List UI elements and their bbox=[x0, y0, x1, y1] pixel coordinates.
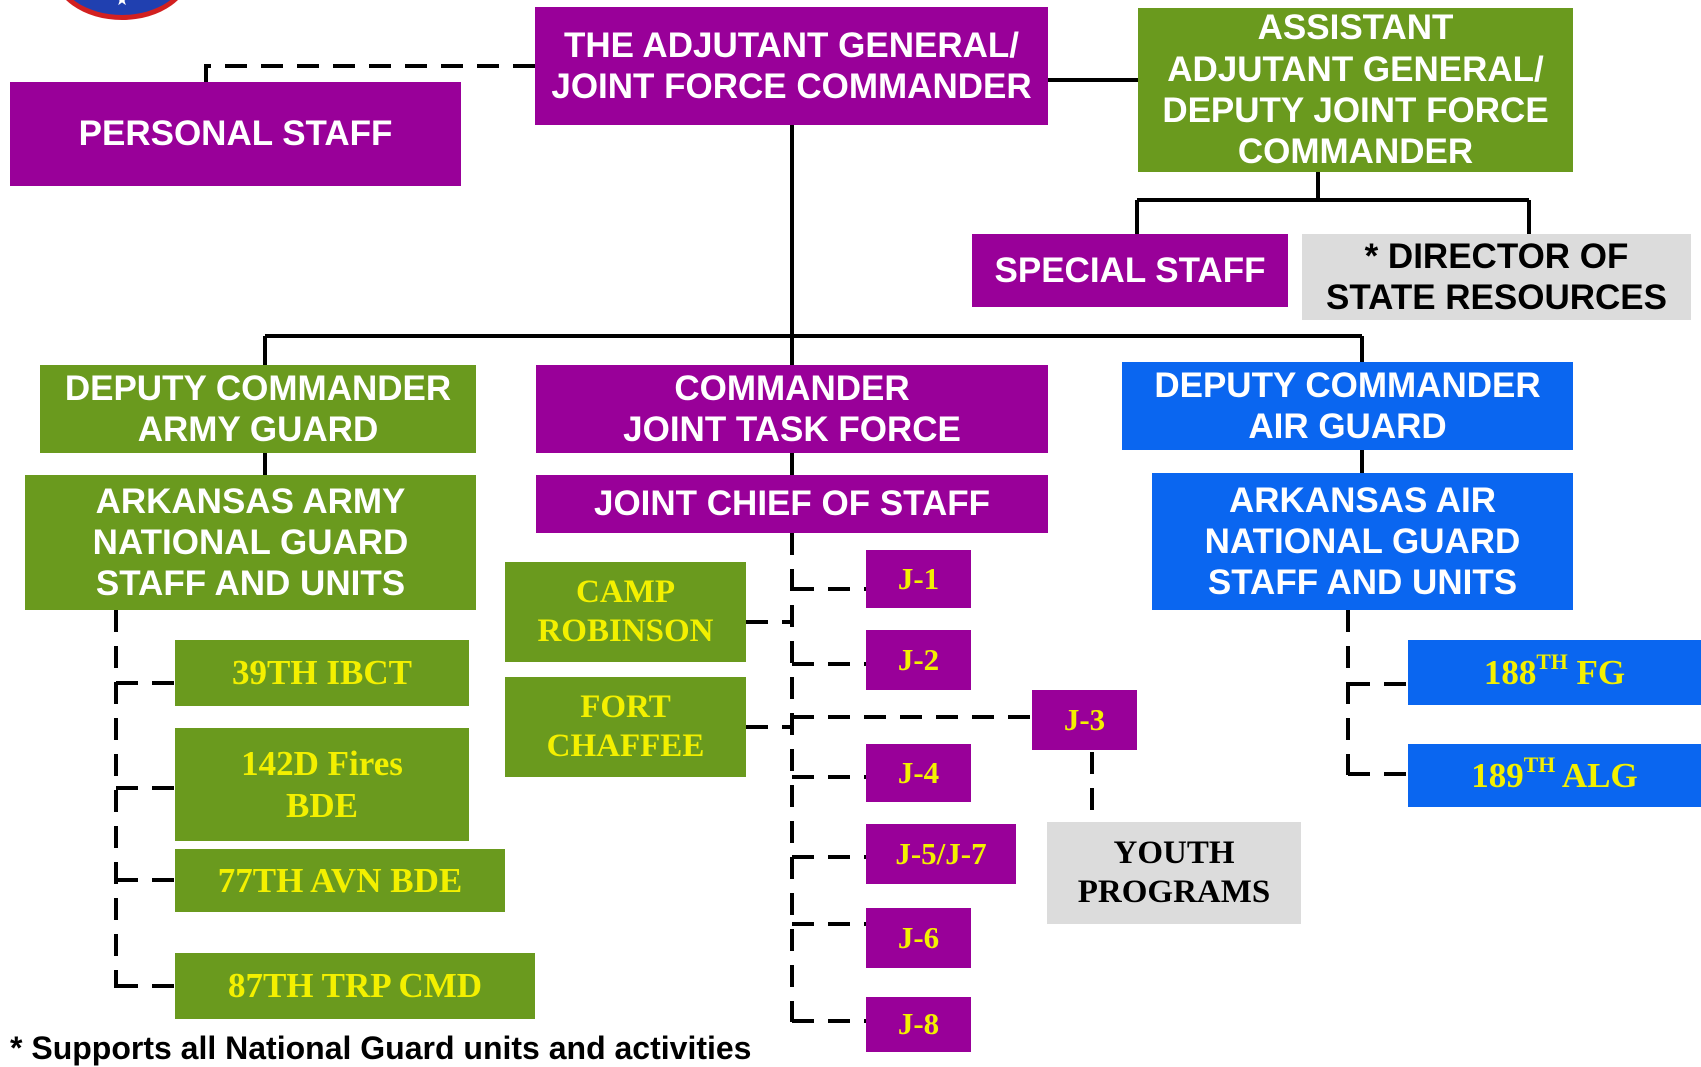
fg-188-box: 188TH FG bbox=[1408, 640, 1701, 705]
j1-label: J-1 bbox=[897, 560, 940, 596]
fort-chaffee-line-1: FORT bbox=[580, 689, 671, 726]
camp-robinson-box: CAMP ROBINSON bbox=[505, 562, 746, 662]
youth-programs-box: YOUTH PROGRAMS bbox=[1047, 822, 1301, 924]
deputy-army-line-2: ARMY GUARD bbox=[137, 410, 379, 449]
alg-189-unit: ALG bbox=[1561, 755, 1638, 795]
j5-j7-label: J-5/J-7 bbox=[895, 835, 987, 871]
avn-bde-label: 77TH AVN BDE bbox=[217, 860, 463, 900]
youth-programs-line-2: PROGRAMS bbox=[1077, 874, 1271, 910]
deputy-air-line-1: DEPUTY COMMANDER bbox=[1154, 365, 1541, 405]
fort-chaffee-box: FORT CHAFFEE bbox=[505, 677, 746, 777]
army-units-line-1: ARKANSAS ARMY bbox=[95, 481, 406, 521]
assistant-line-2: ADJUTANT GENERAL/ bbox=[1167, 49, 1544, 89]
alg-189-label: 189TH ALG bbox=[1471, 752, 1638, 796]
j8-box: J-8 bbox=[866, 997, 971, 1052]
avn-bde-box: 77TH AVN BDE bbox=[175, 849, 505, 912]
youth-programs-line-1: YOUTH bbox=[1113, 835, 1235, 872]
assistant-line-1: ASSISTANT bbox=[1257, 8, 1454, 48]
deputy-army-line-1: DEPUTY COMMANDER bbox=[64, 368, 452, 408]
personal-staff-box: PERSONAL STAFF bbox=[10, 82, 461, 186]
personal-staff-label: PERSONAL STAFF bbox=[78, 114, 393, 154]
trp-cmd-label: 87TH TRP CMD bbox=[227, 966, 483, 1006]
fg-188-unit: FG bbox=[1576, 652, 1626, 692]
footnote: * Supports all National Guard units and … bbox=[10, 1030, 752, 1066]
j6-box: J-6 bbox=[866, 908, 971, 968]
special-staff-box: SPECIAL STAFF bbox=[972, 234, 1288, 307]
alg-189-number: 189 bbox=[1471, 755, 1524, 795]
fires-bde-line-2: BDE bbox=[286, 785, 358, 825]
camp-robinson-line-2: ROBINSON bbox=[537, 613, 714, 649]
joint-chief-of-staff-box: JOINT CHIEF OF STAFF bbox=[536, 475, 1048, 533]
air-units-line-3: STAFF AND UNITS bbox=[1207, 563, 1518, 603]
camp-robinson-line-1: CAMP bbox=[576, 574, 675, 611]
commander-jtf-line-1: COMMANDER bbox=[674, 368, 910, 408]
j8-label: J-8 bbox=[897, 1006, 940, 1042]
alg-189-box: 189TH ALG bbox=[1408, 744, 1701, 807]
fg-188-number: 188 bbox=[1483, 652, 1537, 692]
j5-j7-box: J-5/J-7 bbox=[866, 824, 1016, 884]
commander-jtf-box: COMMANDER JOINT TASK FORCE bbox=[536, 365, 1048, 453]
alg-189-suffix: TH bbox=[1523, 752, 1556, 777]
j3-box: J-3 bbox=[1032, 690, 1137, 750]
army-units-line-3: STAFF AND UNITS bbox=[95, 564, 406, 604]
j6-label: J-6 bbox=[897, 919, 940, 955]
adjutant-general-line-1: THE ADJUTANT GENERAL/ bbox=[564, 25, 1019, 65]
commander-jtf-line-2: JOINT TASK FORCE bbox=[623, 410, 961, 449]
fort-chaffee-line-2: CHAFFEE bbox=[546, 728, 705, 764]
deputy-commander-army-box: DEPUTY COMMANDER ARMY GUARD bbox=[40, 365, 476, 453]
j2-box: J-2 bbox=[866, 630, 971, 690]
j4-label: J-4 bbox=[897, 754, 940, 790]
j2-label: J-2 bbox=[897, 641, 940, 677]
assistant-line-4: COMMANDER bbox=[1237, 132, 1474, 172]
air-staff-units-box: ARKANSAS AIR NATIONAL GUARD STAFF AND UN… bbox=[1152, 473, 1573, 610]
fg-188-label: 188TH FG bbox=[1483, 649, 1626, 693]
deputy-commander-air-box: DEPUTY COMMANDER AIR GUARD bbox=[1122, 362, 1573, 450]
army-units-line-2: NATIONAL GUARD bbox=[92, 522, 409, 562]
air-units-line-2: NATIONAL GUARD bbox=[1204, 521, 1521, 561]
fires-bde-line-1: 142D Fires bbox=[241, 744, 403, 784]
trp-cmd-box: 87TH TRP CMD bbox=[175, 953, 535, 1019]
director-line-1: * DIRECTOR OF bbox=[1364, 236, 1629, 276]
j3-label: J-3 bbox=[1063, 701, 1106, 737]
air-units-line-1: ARKANSAS AIR bbox=[1228, 480, 1497, 520]
fg-188-suffix: TH bbox=[1536, 649, 1568, 674]
deputy-air-line-2: AIR GUARD bbox=[1248, 407, 1447, 446]
assistant-line-3: DEPUTY JOINT FORCE bbox=[1162, 91, 1549, 130]
adjutant-general-line-2: JOINT FORCE COMMANDER bbox=[551, 67, 1032, 106]
director-state-resources-box: * DIRECTOR OF STATE RESOURCES bbox=[1302, 234, 1691, 320]
director-line-2: STATE RESOURCES bbox=[1326, 278, 1667, 317]
j4-box: J-4 bbox=[866, 744, 971, 802]
special-staff-label: SPECIAL STAFF bbox=[994, 250, 1266, 290]
ibct-label: 39TH IBCT bbox=[232, 653, 412, 693]
army-staff-units-box: ARKANSAS ARMY NATIONAL GUARD STAFF AND U… bbox=[25, 475, 476, 610]
assistant-adjutant-general-box: ASSISTANT ADJUTANT GENERAL/ DEPUTY JOINT… bbox=[1138, 8, 1573, 172]
j1-box: J-1 bbox=[866, 550, 971, 608]
joint-chief-label: JOINT CHIEF OF STAFF bbox=[593, 484, 990, 524]
fires-bde-box: 142D Fires BDE bbox=[175, 728, 469, 841]
ibct-box: 39TH IBCT bbox=[175, 640, 469, 706]
adjutant-general-box: THE ADJUTANT GENERAL/ JOINT FORCE COMMAN… bbox=[535, 7, 1048, 125]
